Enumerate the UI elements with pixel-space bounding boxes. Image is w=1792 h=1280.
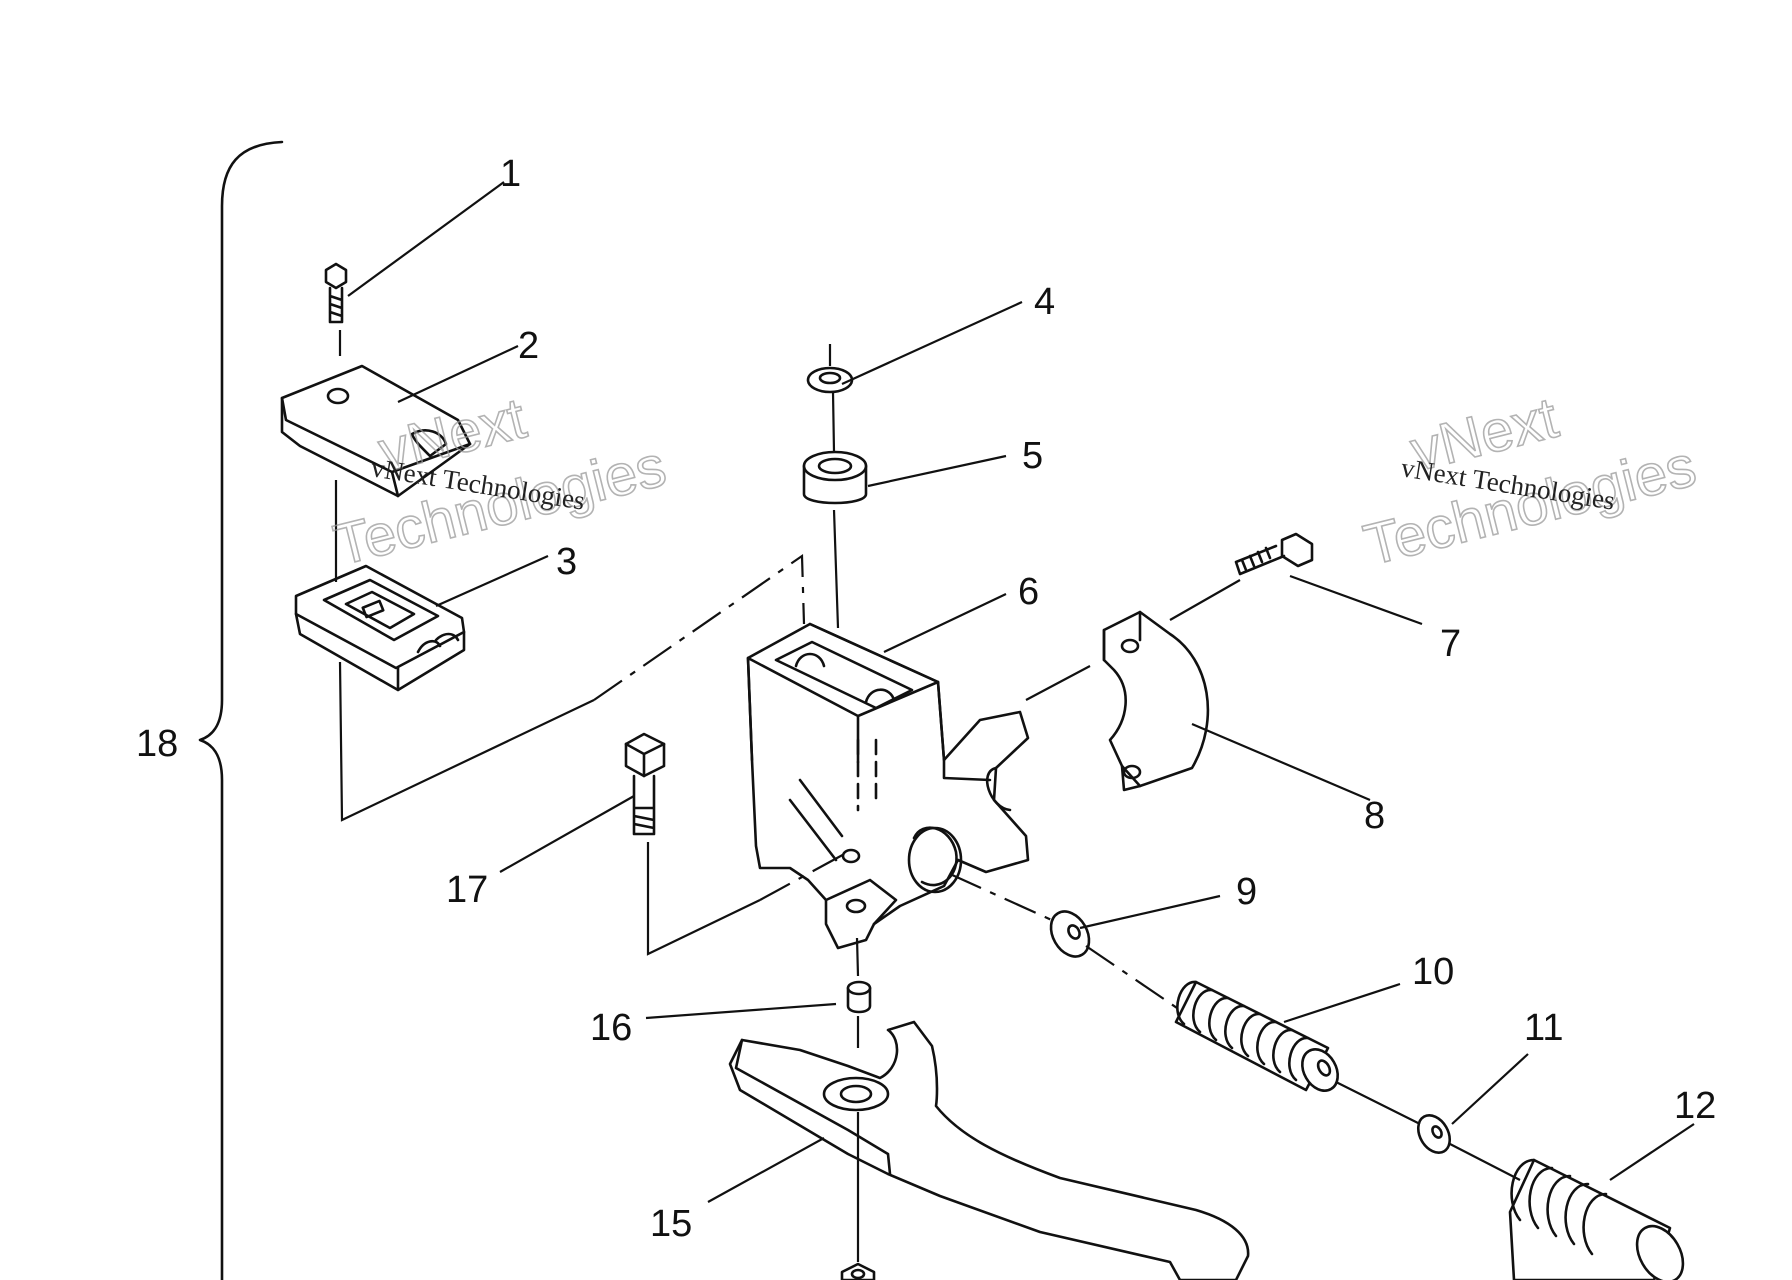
callout-10: 10 [1412, 951, 1454, 993]
callout-4: 4 [1034, 281, 1055, 323]
part-16-pin [846, 980, 872, 1014]
callout-5: 5 [1022, 435, 1043, 477]
assembly-lines [334, 330, 1521, 1262]
callout-1: 1 [500, 153, 521, 195]
part-7-clamp-bolt [1234, 532, 1314, 576]
callout-6: 6 [1018, 571, 1039, 613]
part-3-diaphragm [294, 564, 466, 692]
callout-7: 7 [1440, 623, 1461, 665]
leader-lines [347, 181, 1695, 1203]
part-12-piston [1508, 1158, 1685, 1280]
callout-2: 2 [518, 325, 539, 367]
part-8-clamp [1102, 610, 1210, 792]
part-5-bushing [802, 450, 868, 505]
part-15-lever [728, 1020, 1250, 1280]
callout-8: 8 [1364, 795, 1385, 837]
callout-15: 15 [650, 1203, 692, 1245]
callouts: 1 2 3 4 5 6 7 8 9 10 11 12 15 16 17 18 [136, 153, 1716, 1245]
bottom-nut [840, 1262, 876, 1280]
part-6-master-cylinder-body [746, 622, 1030, 950]
callout-3: 3 [556, 541, 577, 583]
callout-17: 17 [446, 869, 488, 911]
callout-16: 16 [590, 1007, 632, 1049]
part-1-bolt [324, 262, 348, 324]
part-10-spring [1174, 980, 1339, 1092]
part-4-washer [806, 366, 854, 394]
callout-18: 18 [136, 723, 178, 765]
part-9-washer [1049, 910, 1091, 958]
part-11-washer [1416, 1114, 1452, 1154]
assembly-brace [198, 140, 284, 1280]
part-2-cover [280, 364, 472, 498]
callout-9: 9 [1236, 871, 1257, 913]
watermark-right: vNext Technologies [1357, 384, 1703, 579]
callout-12: 12 [1674, 1085, 1716, 1127]
callout-11: 11 [1524, 1007, 1563, 1049]
part-17-pivot-bolt [624, 732, 666, 836]
